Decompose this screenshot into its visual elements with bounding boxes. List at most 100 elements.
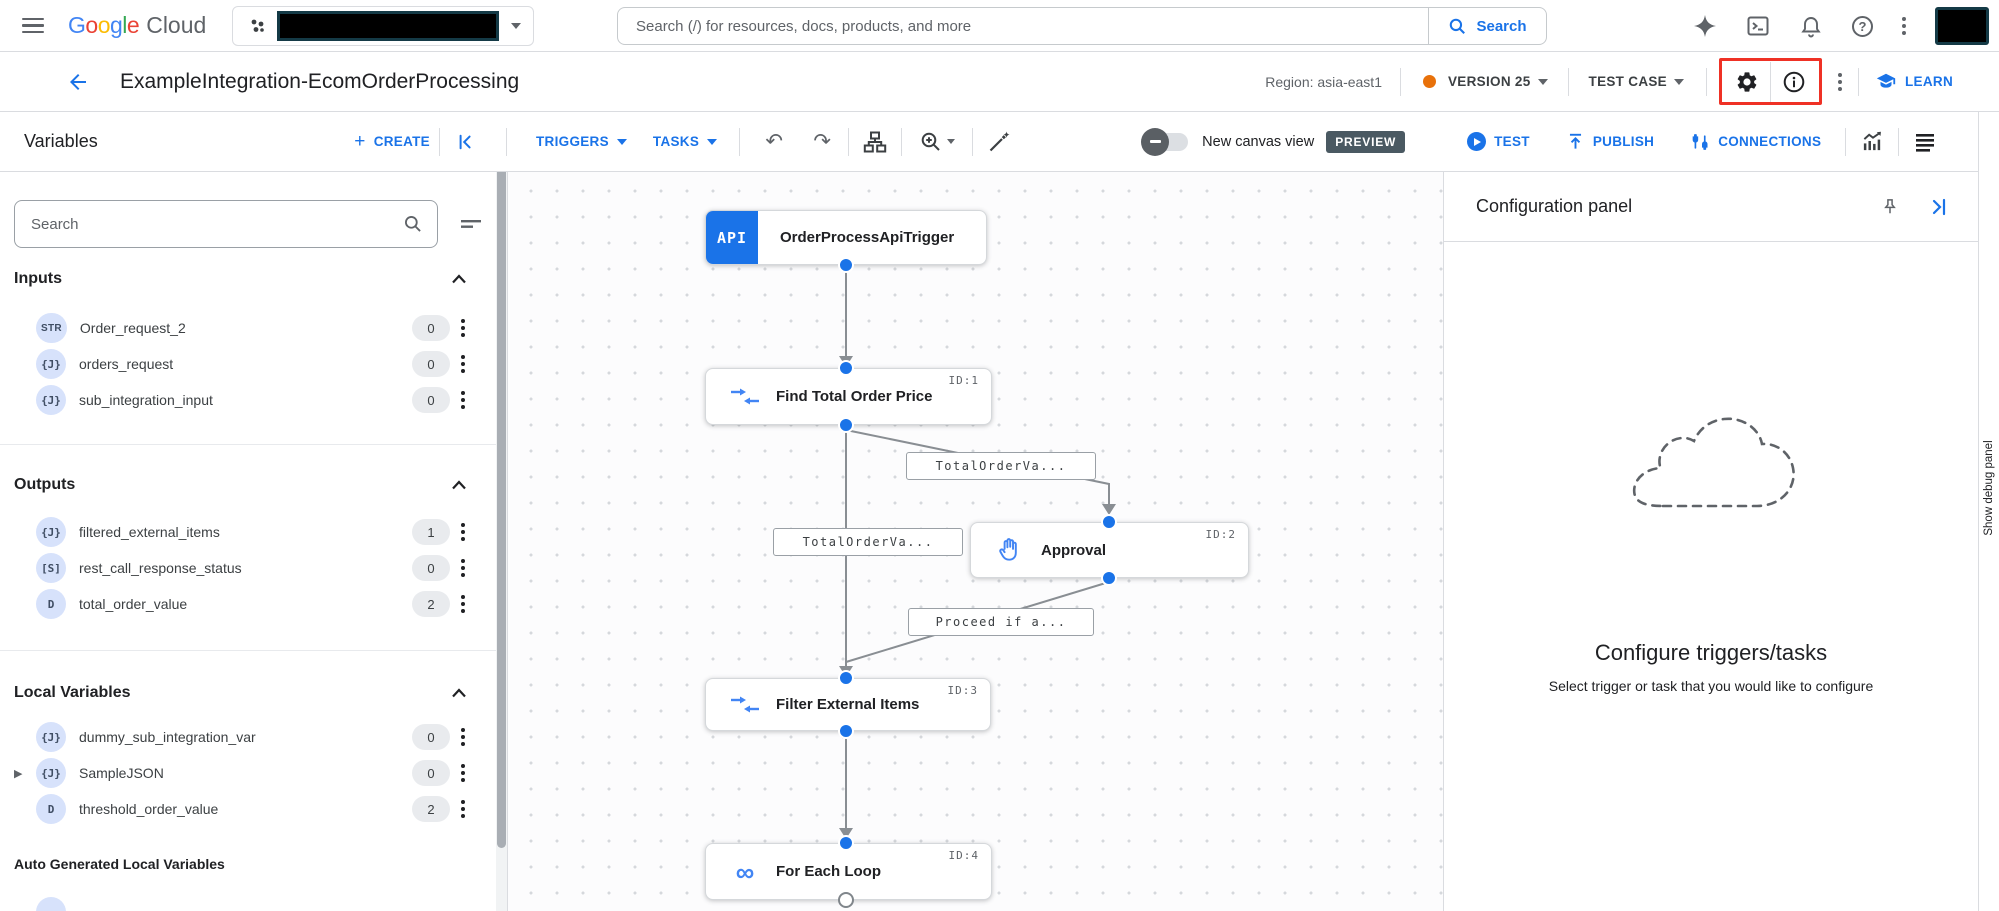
loop-icon: ∞ <box>735 856 755 887</box>
usage-count-badge[interactable]: 0 <box>412 387 450 413</box>
show-debug-panel-strip[interactable]: Show debug panel <box>1978 112 1999 911</box>
version-dropdown[interactable]: VERSION 25 <box>1448 74 1548 89</box>
usage-count-badge[interactable]: 0 <box>412 351 450 377</box>
variable-row[interactable]: STR Order_request_2 0 <box>0 310 496 346</box>
project-selector[interactable] <box>232 5 535 46</box>
variables-search-input[interactable] <box>15 215 403 233</box>
auto-layout-button[interactable] <box>858 125 892 159</box>
empty-state-heading: Configure triggers/tasks <box>1594 640 1828 665</box>
chevron-down-icon <box>1537 78 1548 85</box>
type-badge: {J} <box>36 722 66 752</box>
notifications-bell-icon[interactable] <box>1799 14 1823 38</box>
configuration-panel-header: Configuration panel <box>1444 172 1978 242</box>
header-overflow-menu-icon[interactable] <box>1838 70 1842 94</box>
usage-count-badge[interactable]: 0 <box>412 724 450 750</box>
variables-title: Variables <box>24 131 98 151</box>
search-icon <box>1450 18 1466 34</box>
kebab-menu-icon[interactable] <box>454 760 472 786</box>
kebab-menu-icon[interactable] <box>454 796 472 822</box>
ai-assist-button[interactable] <box>982 125 1016 159</box>
chevron-down-icon <box>616 138 627 145</box>
usage-count-badge[interactable]: 2 <box>412 591 450 617</box>
learn-button[interactable]: LEARN <box>1875 71 1953 93</box>
cloud-logo-text: Cloud <box>146 12 207 38</box>
edge-label[interactable]: Proceed if a... <box>908 608 1094 636</box>
expand-arrow-icon[interactable]: ▶ <box>14 767 23 780</box>
version-status-dot <box>1423 75 1436 88</box>
undo-button[interactable]: ↶ <box>757 125 791 159</box>
sort-icon[interactable] <box>459 212 483 236</box>
variable-row-clipped[interactable] <box>0 894 496 911</box>
variable-row[interactable]: D total_order_value 2 <box>0 586 496 622</box>
test-button[interactable]: TEST <box>1467 132 1530 151</box>
kebab-menu-icon[interactable] <box>454 519 472 545</box>
edge-label[interactable]: TotalOrderVa... <box>773 528 963 556</box>
kebab-menu-icon[interactable] <box>454 555 472 581</box>
usage-count-badge[interactable]: 0 <box>412 315 450 341</box>
edge-label[interactable]: TotalOrderVa... <box>906 452 1096 480</box>
region-label: Region: asia-east1 <box>1265 73 1382 90</box>
plus-icon: + <box>354 131 366 152</box>
global-search-input[interactable] <box>618 17 1428 35</box>
variable-row[interactable]: {J} orders_request 0 <box>0 346 496 382</box>
local-variables-section-header[interactable]: Local Variables <box>0 676 507 710</box>
tasks-dropdown[interactable]: TASKS <box>653 134 718 149</box>
cloud-shell-icon[interactable] <box>1746 14 1770 38</box>
avatar[interactable] <box>1935 7 1989 45</box>
kebab-menu-icon[interactable] <box>454 591 472 617</box>
header-actions: Region: asia-east1 VERSION 25 TEST CASE <box>1265 58 1999 105</box>
collapse-panel-right-icon[interactable] <box>1928 197 1948 217</box>
search-button[interactable]: Search <box>1428 8 1546 44</box>
variable-row[interactable]: {J} filtered_external_items 1 <box>0 514 496 550</box>
node-filter-external-items[interactable]: ID:3 Filter External Items <box>705 678 991 731</box>
node-trigger[interactable]: API OrderProcessApiTrigger <box>705 210 987 265</box>
google-cloud-logo[interactable]: Google Cloud <box>68 12 206 39</box>
node-find-total-order-price[interactable]: ID:1 Find Total Order Price <box>705 368 992 425</box>
node-approval[interactable]: ID:2 Approval <box>970 522 1249 578</box>
settings-gear-button[interactable] <box>1724 62 1770 102</box>
kebab-menu-icon[interactable] <box>454 315 472 341</box>
node-id-label: ID:3 <box>947 684 978 697</box>
redacted-project-name <box>277 10 500 41</box>
connections-button[interactable]: CONNECTIONS <box>1690 132 1821 152</box>
publish-button[interactable]: PUBLISH <box>1566 132 1654 151</box>
integration-canvas[interactable]: API OrderProcessApiTrigger ID:1 Find Tot… <box>508 172 1443 911</box>
new-canvas-view-toggle[interactable] <box>1141 127 1189 156</box>
integration-header: ExampleIntegration-EcomOrderProcessing R… <box>0 52 1999 112</box>
collapse-panel-left-icon[interactable] <box>449 125 483 159</box>
pin-icon[interactable] <box>1880 196 1900 218</box>
kebab-menu-icon[interactable] <box>454 351 472 377</box>
variable-row[interactable]: {J} sub_integration_input 0 <box>0 382 496 418</box>
back-arrow-icon[interactable] <box>66 70 90 94</box>
variable-row[interactable]: ▶ {J} SampleJSON 0 <box>0 755 496 791</box>
gear-icon <box>1737 71 1757 92</box>
usage-count-badge[interactable]: 0 <box>412 760 450 786</box>
variable-row[interactable]: D threshold_order_value 2 <box>0 791 496 827</box>
outputs-section-header[interactable]: Outputs <box>0 468 507 502</box>
test-case-dropdown[interactable]: TEST CASE <box>1589 74 1684 89</box>
node-id-label: ID:4 <box>948 849 979 862</box>
page-title: ExampleIntegration-EcomOrderProcessing <box>120 69 520 93</box>
metrics-button[interactable] <box>1855 125 1889 159</box>
zoom-control[interactable] <box>911 125 963 159</box>
redo-button[interactable]: ↷ <box>805 125 839 159</box>
create-variable-button[interactable]: + CREATE <box>354 131 430 152</box>
sidebar-scrollbar[interactable] <box>496 172 507 911</box>
overflow-menu-icon[interactable] <box>1902 14 1906 38</box>
usage-count-badge[interactable]: 0 <box>412 555 450 581</box>
info-button[interactable] <box>1771 62 1817 102</box>
gemini-spark-icon[interactable] <box>1693 14 1717 38</box>
usage-count-badge[interactable]: 1 <box>412 519 450 545</box>
variable-row[interactable]: [S] rest_call_response_status 0 <box>0 550 496 586</box>
type-badge: {J} <box>36 349 66 379</box>
node-for-each-loop[interactable]: ID:4 ∞ For Each Loop <box>705 843 992 900</box>
usage-count-badge[interactable]: 2 <box>412 796 450 822</box>
kebab-menu-icon[interactable] <box>454 724 472 750</box>
triggers-dropdown[interactable]: TRIGGERS <box>536 134 627 149</box>
kebab-menu-icon[interactable] <box>454 387 472 413</box>
variable-row[interactable]: {J} dummy_sub_integration_var 0 <box>0 719 496 755</box>
help-icon[interactable]: ? <box>1852 15 1873 37</box>
inputs-section-header[interactable]: Inputs <box>0 262 507 296</box>
hamburger-menu-icon[interactable] <box>22 14 44 37</box>
logs-button[interactable] <box>1908 125 1942 159</box>
